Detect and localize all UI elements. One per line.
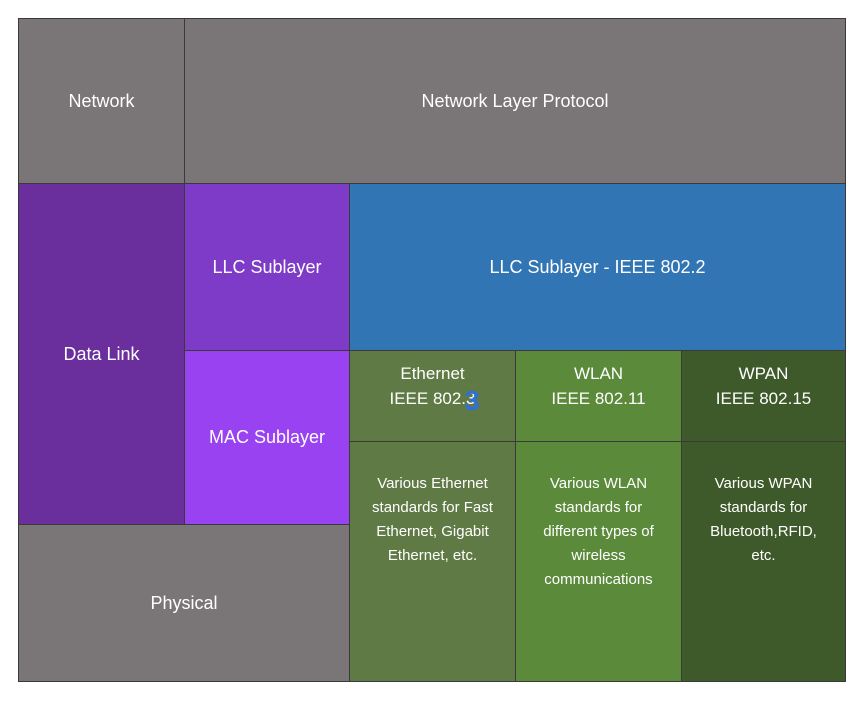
wlan-description-line: wireless xyxy=(571,547,626,564)
wpan-header-cell: WPAN IEEE 802.15 xyxy=(681,350,846,442)
wlan-description-line: standards for xyxy=(554,499,643,516)
wpan-description-line: etc. xyxy=(751,547,776,564)
ethernet-description-line: Ethernet, etc. xyxy=(387,547,478,564)
wpan-description-line: Bluetooth,RFID, xyxy=(710,523,817,540)
llc-sublayer-label: LLC Sublayer xyxy=(212,256,322,277)
ethernet-description-line: Ethernet, Gigabit xyxy=(376,523,489,540)
wlan-standard: IEEE 802.11 xyxy=(551,389,646,408)
wlan-description-line: communications xyxy=(544,571,653,588)
wlan-description-cell: Various WLAN standards for different typ… xyxy=(515,441,682,682)
network-layer-protocol-label: Network Layer Protocol xyxy=(421,90,609,111)
wlan-header-cell: WLAN IEEE 802.11 xyxy=(515,350,682,442)
wpan-description-line: standards for xyxy=(719,499,808,516)
network-layer-label: Network xyxy=(68,90,135,111)
wpan-name: WPAN xyxy=(738,364,789,383)
wlan-description-line: Various WLAN xyxy=(549,475,648,492)
wpan-standard: IEEE 802.15 xyxy=(715,389,812,408)
ethernet-standard: IEEE 802.3 xyxy=(389,389,476,408)
ethernet-name: Ethernet xyxy=(400,364,465,383)
network-layer-cell: Network xyxy=(18,18,185,184)
llc-standard-cell: LLC Sublayer - IEEE 802.2 xyxy=(349,183,846,351)
ethernet-header-cell: Ethernet IEEE 802.3 xyxy=(349,350,516,442)
physical-layer-label: Physical xyxy=(150,592,218,613)
ethernet-description-cell: Various Ethernet standards for Fast Ethe… xyxy=(349,441,516,682)
ethernet-description-line: standards for Fast xyxy=(372,499,493,516)
mac-sublayer-cell: MAC Sublayer xyxy=(184,350,350,525)
wpan-description-line: Various WPAN xyxy=(714,475,813,492)
wpan-description-cell: Various WPAN standards for Bluetooth,RFI… xyxy=(681,441,846,682)
ethernet-description: Various Ethernet standards for Fast Ethe… xyxy=(350,442,515,568)
network-layer-protocol-cell: Network Layer Protocol xyxy=(184,18,846,184)
wlan-name: WLAN xyxy=(573,364,624,383)
annotation-marker: 3 xyxy=(464,385,480,416)
data-link-layer-label: Data Link xyxy=(63,343,140,364)
mac-sublayer-label: MAC Sublayer xyxy=(208,427,326,447)
wlan-description: Various WLAN standards for different typ… xyxy=(516,442,681,592)
llc-standard-label: LLC Sublayer - IEEE 802.2 xyxy=(489,256,706,277)
physical-layer-cell: Physical xyxy=(18,524,350,682)
wlan-description-line: different types of xyxy=(543,523,654,540)
llc-sublayer-cell: LLC Sublayer xyxy=(184,183,350,351)
data-link-layer-cell: Data Link xyxy=(18,183,185,525)
ethernet-description-line: Various Ethernet xyxy=(377,475,488,492)
wpan-description: Various WPAN standards for Bluetooth,RFI… xyxy=(682,442,845,568)
